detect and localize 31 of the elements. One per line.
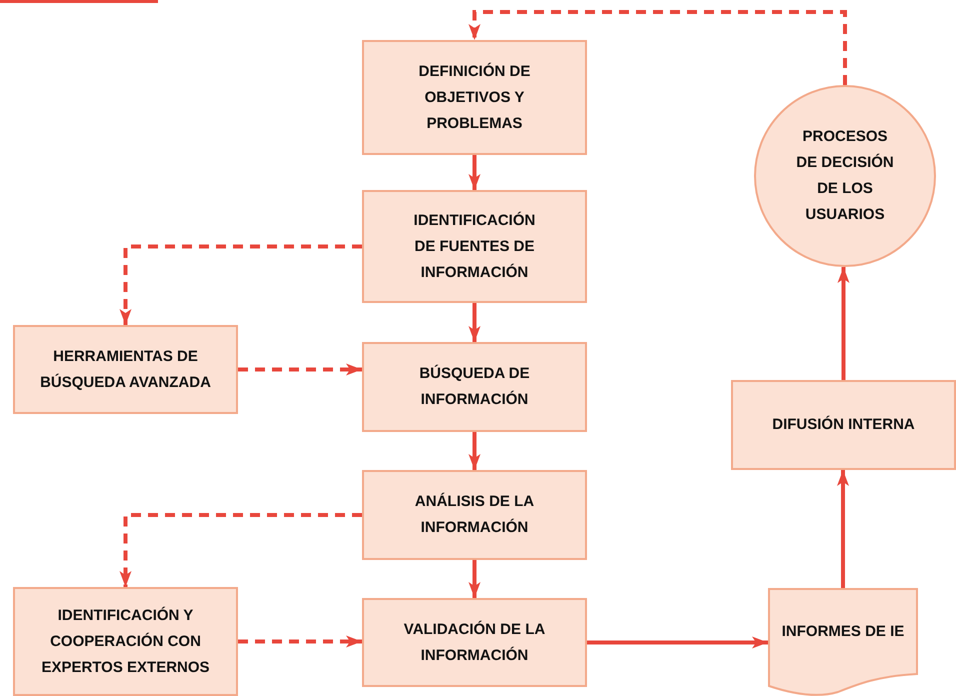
process-box [362,40,587,155]
process-box [731,380,956,470]
node-label: IDENTIFICACIÓN DE FUENTES DE INFORMACIÓN [412,210,536,282]
node-label: IDENTIFICACIÓN Y COOPERACIÓN CON EXPERTOS EXTERNOS [40,606,211,678]
dashed-arrow [238,364,362,376]
node-label: PROCESOS DE DECISIÓN DE LOS USUARIOS [795,127,895,225]
process-box [362,470,587,560]
node-label: ANÁLISIS DE LA INFORMACIÓN [414,492,536,538]
arrow [468,303,480,342]
dashed-arrow [468,10,847,85]
arrow [468,432,480,470]
arrow [468,155,480,190]
arrow [587,636,768,648]
node-label: DIFUSIÓN INTERNA [772,414,915,435]
node-label: VALIDACIÓN DE LA INFORMACIÓN [402,620,546,666]
node-label: INFORMES DE IE [782,622,904,642]
node-label: DEFINICIÓN DE OBJETIVOS Y PROBLEMAS [418,62,532,134]
process-box [362,342,587,432]
arrow [838,267,850,380]
arrow [837,470,849,588]
process-box [362,190,587,303]
dashed-arrow [120,513,362,587]
process-box [362,598,587,687]
dashed-arrow [120,244,362,325]
dashed-arrow [238,636,362,648]
node-label: HERRAMIENTAS DE BÚSQUEDA AVANZADA [39,346,212,392]
process-box [13,325,238,414]
process-box [13,587,238,696]
document-shape [768,588,918,696]
arrow [468,560,480,598]
node-label: BÚSQUEDA DE INFORMACIÓN [418,364,531,410]
